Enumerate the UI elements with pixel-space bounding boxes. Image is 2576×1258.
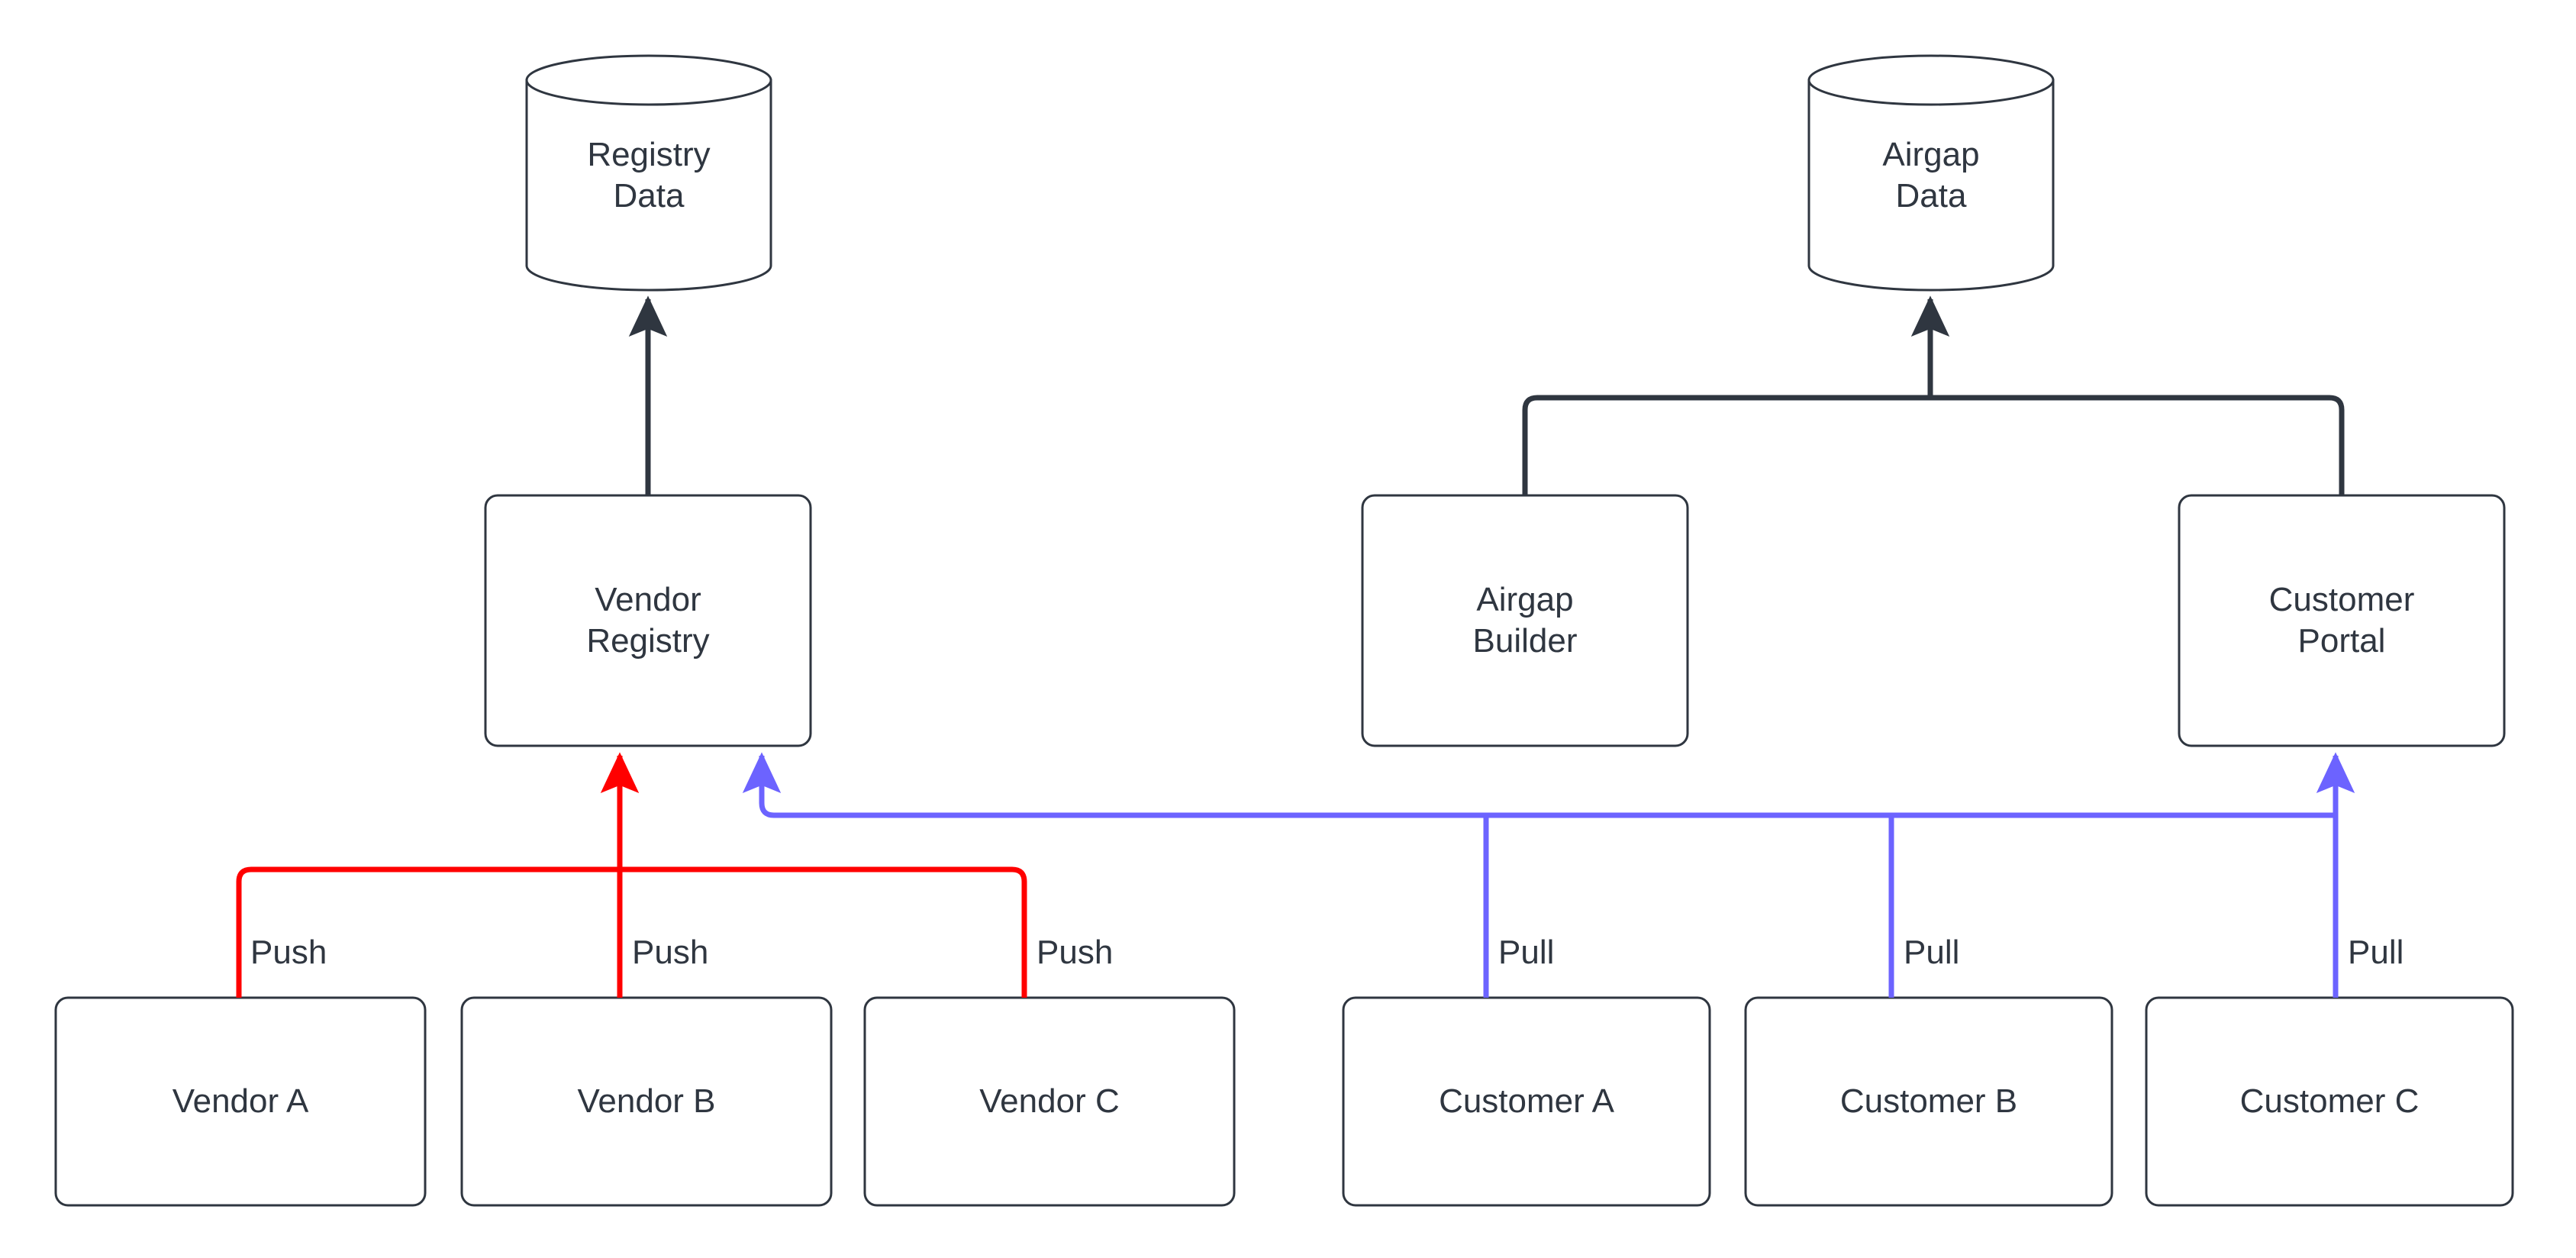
- customer-b-box-shape[interactable]: [1744, 996, 2113, 1207]
- edge-customer-portal-to-trunk[interactable]: [1930, 395, 2345, 495]
- edge-airgap-builder-to-trunk[interactable]: [1522, 395, 1930, 495]
- edge-label-pull-customer-a: Pull: [1498, 934, 1555, 971]
- customer-c-box-shape[interactable]: [2145, 996, 2514, 1207]
- vendor-a-box-shape[interactable]: [54, 996, 427, 1207]
- edge-label-push-vendor-b: Push: [632, 934, 709, 971]
- vendor-c-box-shape[interactable]: [863, 996, 1236, 1207]
- customer-portal-box-shape[interactable]: [2178, 494, 2506, 747]
- edge-label-pull-customer-b: Pull: [1904, 934, 1960, 971]
- edge-pull-trunk-to-vendor-registry[interactable]: [742, 752, 782, 818]
- customer-a-box-shape[interactable]: [1342, 996, 1711, 1207]
- registry-data-cylinder-shape[interactable]: [525, 54, 772, 292]
- airgap-data-cylinder-shape[interactable]: [1807, 54, 2055, 292]
- edge-label-pull-customer-c: Pull: [2348, 934, 2404, 971]
- edge-vendor-c-push[interactable]: [620, 866, 1027, 998]
- edge-label-push-vendor-c: Push: [1037, 934, 1114, 971]
- edge-vendor-a-push[interactable]: [236, 866, 620, 998]
- vendor-b-box-shape[interactable]: [460, 996, 833, 1207]
- vendor-registry-box-shape[interactable]: [484, 494, 812, 747]
- edge-label-push-vendor-a: Push: [250, 934, 327, 971]
- airgap-builder-box-shape[interactable]: [1361, 494, 1689, 747]
